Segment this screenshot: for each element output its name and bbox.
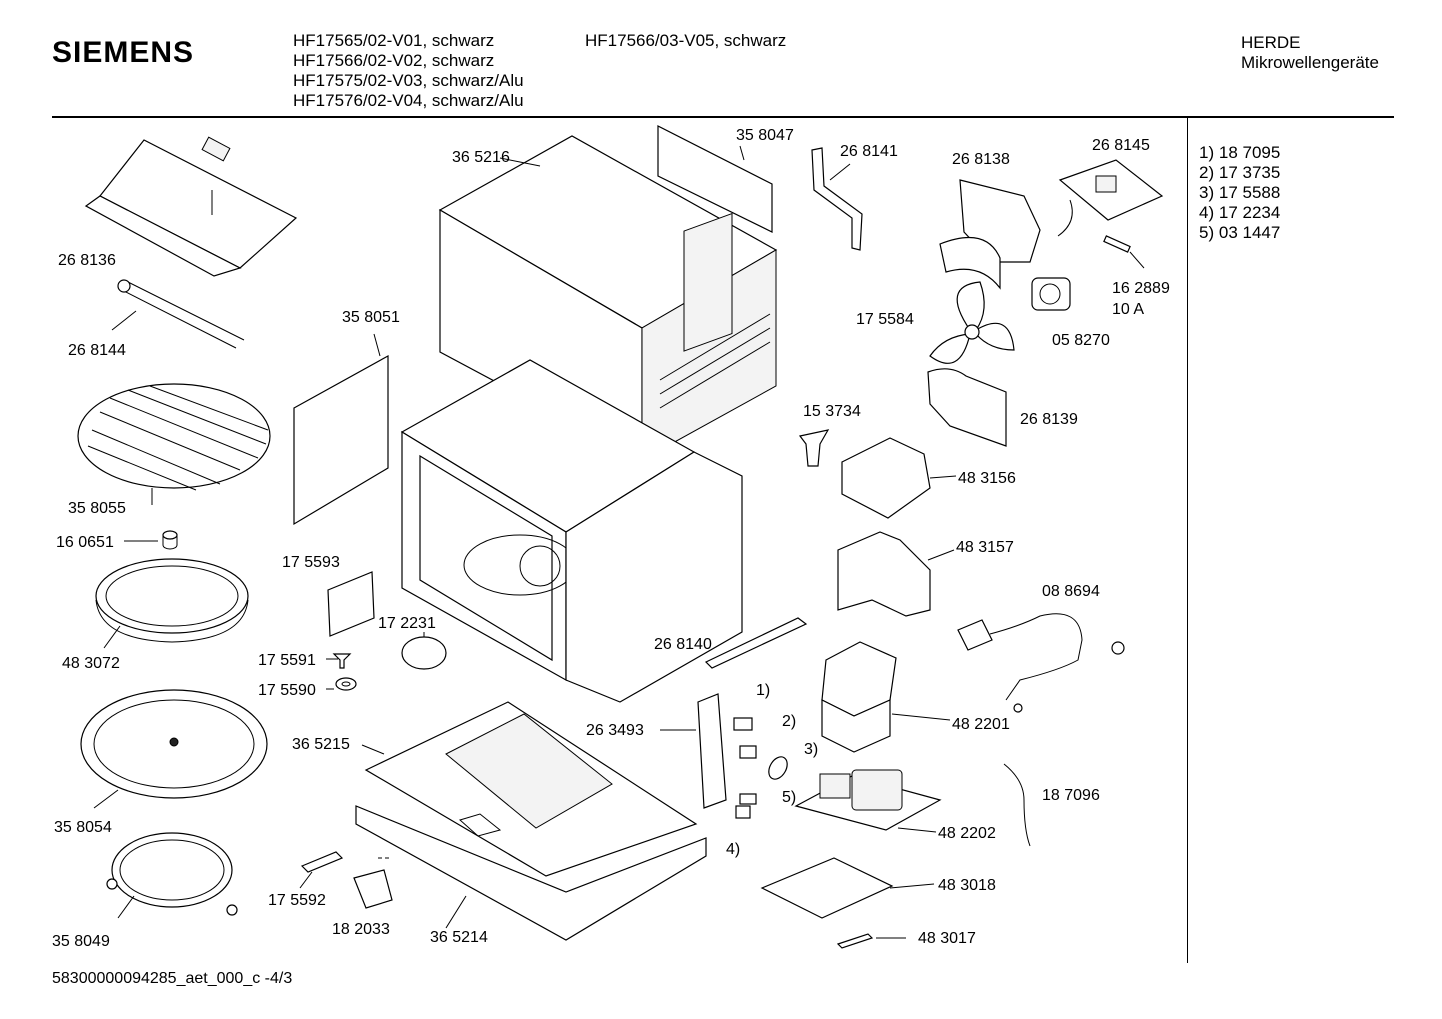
category-line-2: Mikrowellengeräte [1241,53,1379,72]
part-clip[interactable] [836,933,906,949]
model-line: HF17575/02-V03, schwarz/Alu [293,71,524,90]
part-fan-duct[interactable] [939,179,1041,290]
part-transformer[interactable] [821,641,951,753]
part-bracket[interactable] [811,147,863,251]
label-part: 48 3018 [938,877,996,894]
label-part: 35 8047 [736,127,794,144]
part-base-frame[interactable] [355,805,707,941]
label-part: 05 8270 [1052,332,1110,349]
label-part: 17 5592 [268,892,326,909]
part-grill-rack[interactable] [77,383,271,505]
part-cover-plate[interactable] [84,136,298,277]
label-part: 18 7096 [1042,787,1100,804]
legend-item: 3) 17 5588 [1199,183,1281,202]
model-line: HF17576/02-V04, schwarz/Alu [293,91,524,110]
legend-divider [1187,118,1188,963]
part-switch-holder[interactable] [837,531,955,617]
part-coupling[interactable] [124,530,178,550]
category-line-1: HERDE [1241,33,1301,52]
brand-logo: SIEMENS [52,36,195,69]
document-id: 58300000094285_aet_000_c -4/3 [52,970,293,987]
callout-number: 4) [726,841,740,858]
label-part: 26 8138 [952,151,1010,168]
model-line: HF17566/02-V02, schwarz [293,51,495,70]
label-part: 17 5590 [258,682,316,699]
label-part: 10 A [1112,301,1144,318]
part-cable[interactable] [1003,763,1031,847]
part-turntable[interactable] [80,689,268,809]
label-part: 35 8051 [342,309,400,326]
label-part: 36 5214 [430,929,488,946]
label-part: 15 3734 [803,403,861,420]
label-part: 26 8145 [1092,137,1150,154]
part-control-board[interactable] [794,769,942,833]
legend-item: 4) 17 2234 [1199,203,1281,222]
part-roller-ring[interactable] [106,832,238,919]
label-part: 17 5591 [258,652,316,669]
header-divider [52,116,1394,118]
part-waveguide-cover[interactable] [327,571,375,637]
callout-number: 5) [782,789,796,806]
label-part: 16 2889 [1112,280,1170,297]
label-part: 18 2033 [332,921,390,938]
part-base-plate[interactable] [361,701,698,877]
part-fan-motor[interactable] [1031,277,1071,311]
part-hinge[interactable] [299,851,344,889]
part-heating-element[interactable] [111,279,245,349]
model-line: HF17565/02-V01, schwarz [293,31,495,50]
label-part: 26 8136 [58,252,116,269]
part-drive-pin[interactable] [326,653,352,669]
label-part: 35 8054 [54,819,112,836]
label-part: 17 2231 [378,615,436,632]
callout-number: 3) [804,741,818,758]
label-part: 48 2202 [938,825,996,842]
label-part: 48 3017 [918,930,976,947]
category: HERDE Mikrowellengeräte [1241,33,1379,73]
model-list-1: HF17565/02-V01, schwarz HF17566/02-V02, … [293,31,524,111]
part-washer[interactable] [326,677,357,691]
legend: 1) 18 7095 2) 17 3735 3) 17 5588 4) 17 2… [1199,143,1280,243]
label-part: 26 8141 [840,143,898,160]
label-part: 48 2201 [952,716,1010,733]
label-part: 26 8139 [1020,411,1078,428]
label-part: 48 3156 [958,470,1016,487]
part-air-guide[interactable] [927,368,1007,447]
callout-number: 2) [782,713,796,730]
legend-item: 1) 18 7095 [1199,143,1281,162]
part-fuse[interactable] [1103,235,1145,269]
label-part: 48 3157 [956,539,1014,556]
part-switch-bracket[interactable] [660,693,791,819]
part-bottom-tray[interactable] [760,857,935,919]
part-back-panel[interactable] [657,125,773,233]
label-part: 36 5215 [292,736,350,753]
label-part: 26 8144 [68,342,126,359]
part-rail[interactable] [704,617,808,669]
label-part: 35 8049 [52,933,110,950]
legend-item: 2) 17 3735 [1199,163,1281,182]
part-fan-blade[interactable] [929,281,1015,364]
label-part: 35 8055 [68,500,126,517]
part-turntable-motor[interactable] [401,632,447,670]
part-mica-cover[interactable] [293,333,389,526]
part-lamp[interactable] [798,429,830,467]
model-list-2: HF17566/03-V05, schwarz [585,31,786,51]
label-part: 08 8694 [1042,583,1100,600]
part-fuse-board[interactable] [1057,159,1164,237]
label-part: 16 0651 [56,534,114,551]
part-crisp-plate[interactable] [95,558,249,649]
label-part: 17 5584 [856,311,914,328]
callout-number: 1) [756,682,770,699]
label-part: 26 8140 [654,636,712,653]
part-power-cord[interactable] [957,613,1125,713]
legend-item: 5) 03 1447 [1199,223,1281,242]
model-line: HF17566/03-V05, schwarz [585,31,787,50]
label-part: 17 5593 [282,554,340,571]
part-oven-cavity[interactable] [400,212,743,703]
label-part: 36 5216 [452,149,510,166]
label-part: 48 3072 [62,655,120,672]
part-control-bracket[interactable] [841,437,957,519]
label-part: 26 3493 [586,722,644,739]
part-foot[interactable] [353,857,393,909]
